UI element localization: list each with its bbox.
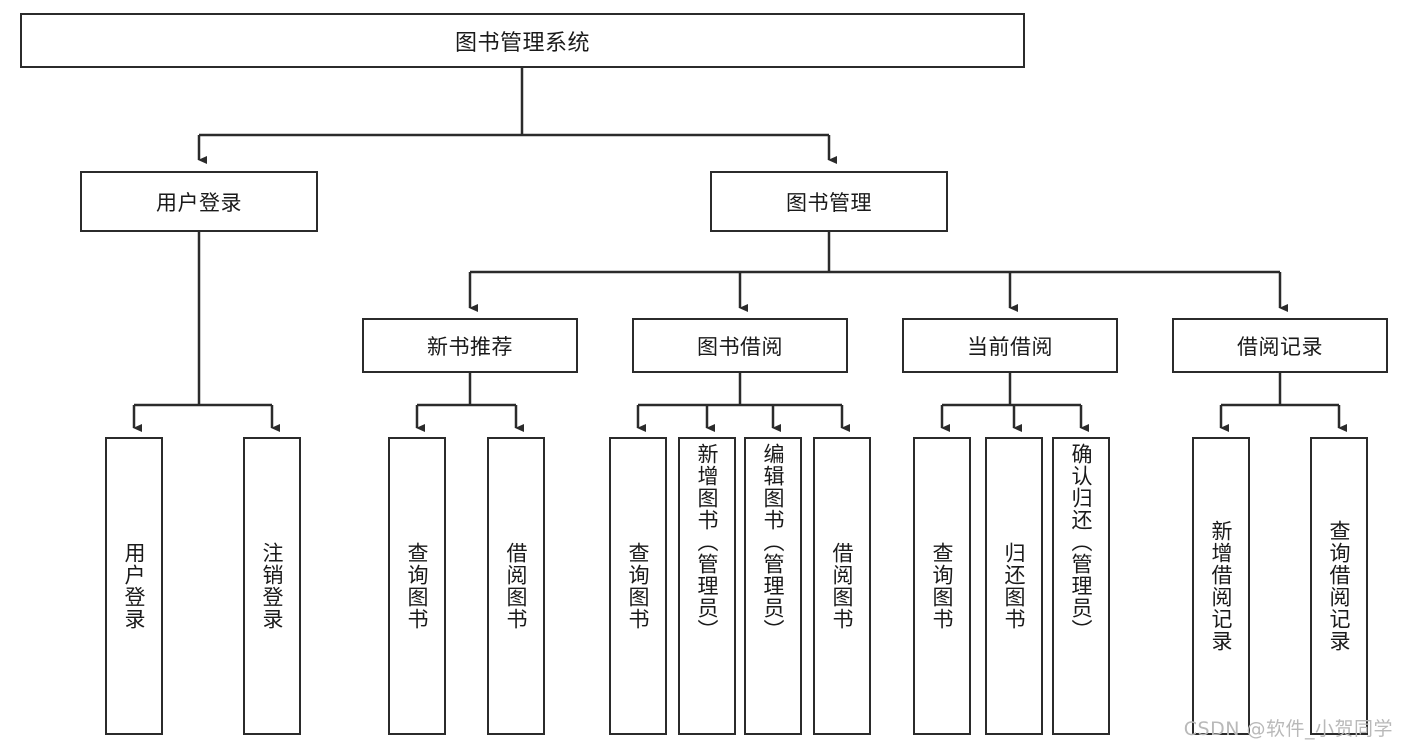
node-current-borrow[interactable]: 当前借阅 (902, 318, 1118, 373)
node-leaf-add-record-label: 新增借阅记录 (1209, 520, 1234, 652)
node-current-borrow-label: 当前借阅 (967, 334, 1053, 359)
node-leaf-borrow-book-2[interactable]: 借阅图书 (813, 437, 871, 735)
node-leaf-query-book-3[interactable]: 查询图书 (913, 437, 971, 735)
watermark: CSDN @软件_小贺同学 (1183, 718, 1393, 740)
node-leaf-return-book[interactable]: 归还图书 (985, 437, 1043, 735)
node-root-label: 图书管理系统 (454, 30, 590, 56)
node-leaf-borrow-book-1[interactable]: 借阅图书 (487, 437, 545, 735)
node-new-book-rec-label: 新书推荐 (427, 334, 513, 359)
node-leaf-borrow-book-1-label: 借阅图书 (504, 542, 529, 630)
node-leaf-add-record[interactable]: 新增借阅记录 (1192, 437, 1250, 735)
node-leaf-query-book-1[interactable]: 查询图书 (388, 437, 446, 735)
node-leaf-query-book-2-label: 查询图书 (626, 542, 651, 630)
node-book-borrow-label: 图书借阅 (697, 334, 783, 359)
node-book-manage[interactable]: 图书管理 (710, 171, 948, 232)
node-leaf-query-record[interactable]: 查询借阅记录 (1310, 437, 1368, 735)
node-leaf-query-book-2[interactable]: 查询图书 (609, 437, 667, 735)
node-new-book-rec[interactable]: 新书推荐 (362, 318, 578, 373)
node-borrow-record-label: 借阅记录 (1237, 334, 1323, 359)
node-leaf-add-book[interactable]: 新增图书（管理员） (678, 437, 736, 735)
node-leaf-return-book-label: 归还图书 (1002, 542, 1027, 630)
node-leaf-query-book-3-label: 查询图书 (930, 542, 955, 630)
node-leaf-borrow-book-2-label: 借阅图书 (830, 542, 855, 630)
node-leaf-user-logout-label: 注销登录 (260, 542, 285, 630)
node-borrow-record[interactable]: 借阅记录 (1172, 318, 1388, 373)
node-leaf-confirm-return[interactable]: 确认归还（管理员） (1052, 437, 1110, 735)
node-user-login-label: 用户登录 (156, 190, 242, 215)
node-book-borrow[interactable]: 图书借阅 (632, 318, 848, 373)
node-leaf-query-record-label: 查询借阅记录 (1327, 520, 1352, 652)
node-user-login[interactable]: 用户登录 (80, 171, 318, 232)
node-book-manage-label: 图书管理 (786, 190, 872, 215)
node-leaf-query-book-1-label: 查询图书 (405, 542, 430, 630)
node-leaf-confirm-return-label: 确认归还（管理员） (1069, 443, 1094, 641)
node-root[interactable]: 图书管理系统 (20, 13, 1025, 68)
node-leaf-edit-book[interactable]: 编辑图书（管理员） (744, 437, 802, 735)
node-leaf-user-login-label: 用户登录 (122, 542, 147, 630)
node-leaf-user-logout[interactable]: 注销登录 (243, 437, 301, 735)
node-leaf-user-login[interactable]: 用户登录 (105, 437, 163, 735)
node-leaf-edit-book-label: 编辑图书（管理员） (761, 443, 786, 641)
node-leaf-add-book-label: 新增图书（管理员） (695, 443, 720, 641)
